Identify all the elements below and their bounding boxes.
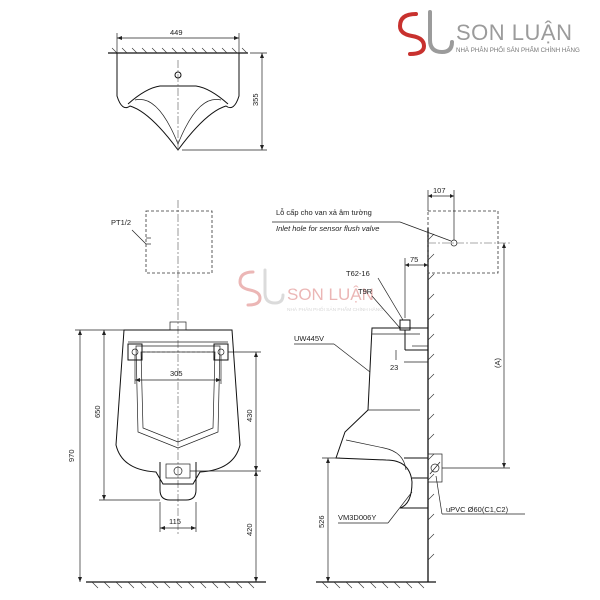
- dim-valve-drop: 23: [390, 363, 398, 372]
- label-drain-pipe: uPVC Ø60(C1,C2): [446, 505, 509, 514]
- side-view: 107 Lỗ cấp cho van xả âm tường Inlet hol…: [272, 186, 525, 589]
- dim-body-height: 650: [93, 405, 102, 418]
- watermark-mark-icon: [238, 268, 285, 307]
- dim-outlet-height: 526: [317, 515, 326, 528]
- dim-span-a: (A): [493, 358, 502, 369]
- inlet-note-en: Inlet hole for sensor flush valve: [276, 224, 379, 233]
- dim-right-offset: 107: [433, 186, 446, 195]
- dim-inner-height: 430: [245, 409, 254, 422]
- front-view: PT1/2 970: [67, 200, 266, 589]
- brand-tagline: NHÀ PHÂN PHỐI SẢN PHẨM CHÍNH HÃNG: [456, 47, 580, 54]
- dim-front-height: 970: [67, 449, 76, 462]
- dim-bracket-width: 305: [170, 369, 183, 378]
- label-valve-code-2: T9R: [358, 287, 373, 296]
- label-trap-model: VM3D006Y: [338, 513, 376, 522]
- label-valve-code-1: T62-16: [346, 269, 370, 278]
- inlet-note-vi: Lỗ cấp cho van xả âm tường: [276, 208, 372, 217]
- dim-base-height: 420: [245, 523, 254, 536]
- watermark-tagline: NHÀ PHÂN PHỐI SẢN PHẨM CHÍNH HÃNG: [287, 306, 383, 313]
- plan-view: 449 355: [108, 28, 267, 151]
- brand-logo: SON LUẬN NHÀ PHÂN PHỐI SẢN PHẨM CHÍNH HÃ…: [397, 10, 580, 56]
- watermark-name: SON LUẬN: [287, 285, 374, 304]
- watermark-logo: SON LUẬN NHÀ PHÂN PHỐI SẢN PHẨM CHÍNH HÃ…: [238, 268, 383, 313]
- dim-outlet-width: 115: [169, 517, 181, 526]
- label-urinal-model: UW445V: [294, 334, 324, 343]
- dim-valve-offset: 75: [410, 255, 418, 264]
- label-inlet-thread: PT1/2: [111, 218, 131, 227]
- dim-top-depth: 355: [251, 93, 260, 106]
- logo-mark-icon: [397, 10, 454, 56]
- brand-name: SON LUẬN: [456, 20, 572, 45]
- dim-top-width: 449: [170, 28, 183, 37]
